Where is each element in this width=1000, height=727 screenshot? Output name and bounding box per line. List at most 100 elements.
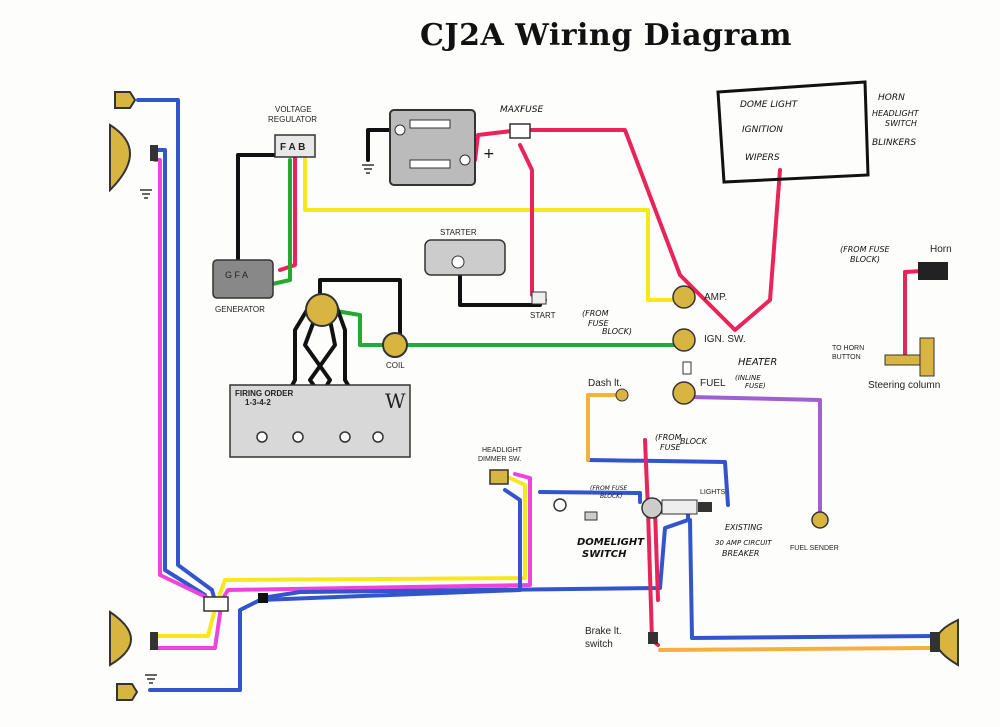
left-marker-lamp <box>114 91 137 109</box>
label-voltage-regulator-2: REGULATOR <box>268 115 317 124</box>
wires <box>136 98 942 692</box>
spark-plugs <box>256 431 384 443</box>
wire-red-reg-gen <box>278 153 297 272</box>
amp-gauge <box>672 285 696 309</box>
wire-black-reg-gen <box>236 153 285 272</box>
label-ign-sw: IGN. SW. <box>704 334 746 345</box>
wire-blue-right-lamp <box>688 518 937 640</box>
fuel-sender <box>811 511 829 529</box>
label-starter: STARTER <box>440 228 477 237</box>
left-headlight-bottom <box>109 610 158 667</box>
components: W <box>109 80 959 701</box>
handwritten-labels: MAXI FUSE + DOME LIGHT IGNITION WIPERS H… <box>483 93 920 560</box>
wire-black-start <box>458 263 542 307</box>
left-headlight-top <box>109 123 158 193</box>
label-brake-lt-2: switch <box>585 639 613 650</box>
voltage-regulator <box>274 134 316 158</box>
wire-green-reg-gen <box>266 158 292 287</box>
hand-from-fuse-horn-2: BLOCK) <box>850 255 880 264</box>
label-headlight-dimmer-2: DIMMER SW. <box>478 456 521 463</box>
wire-magenta-lower <box>153 472 532 650</box>
label-dash-lt: Dash lt. <box>588 378 622 389</box>
horn <box>918 262 948 280</box>
hand-fuse-out-4: BLINKERS <box>872 138 916 148</box>
hand-fuse-item-3: WIPERS <box>745 153 780 163</box>
hand-breaker-2: 30 AMP CIRCUIT <box>715 539 772 547</box>
wire-purple-fuel <box>688 395 822 517</box>
diagram-title: CJ2A Wiring Diagram <box>420 18 792 53</box>
label-horn: Horn <box>930 244 952 255</box>
hand-maxi-2: FUSE <box>520 105 543 115</box>
label-headlight-dimmer-1: HEADLIGHT <box>482 447 523 454</box>
wire-black-dist <box>318 278 402 342</box>
wire-blue-left-2 <box>153 148 207 597</box>
hand-from-fuse-horn-1: (FROM FUSE <box>840 245 891 254</box>
label-regulator-terminals: F A B <box>280 142 305 153</box>
label-generator-terminals: G F A <box>225 270 248 280</box>
inline-fuse <box>682 361 692 375</box>
dome-light <box>553 498 567 512</box>
label-firing-order-2: 1-3-4-2 <box>245 398 271 407</box>
distributor <box>305 293 339 327</box>
hand-from-fuse-dome-2: BLOCK) <box>600 493 622 500</box>
label-generator: GENERATOR <box>215 305 265 314</box>
start-switch <box>531 291 547 305</box>
wire-blue-left <box>136 98 218 607</box>
label-steering-column: Steering column <box>868 380 940 391</box>
label-lights: LIGHTS <box>700 489 726 496</box>
junction-block <box>203 596 229 612</box>
hand-breaker-3: BREAKER <box>722 549 759 558</box>
hand-fuse-out-1: HORN <box>878 93 905 103</box>
fuel-gauge <box>672 381 696 405</box>
wire-green-dist-coil <box>328 308 387 347</box>
label-fuel-sender: FUEL SENDER <box>790 545 839 552</box>
brake-light-switch <box>648 632 658 644</box>
label-firing-order-1: FIRING ORDER <box>235 389 293 398</box>
label-start: START <box>530 311 556 320</box>
hand-heater: HEATER <box>738 357 777 368</box>
connector <box>258 593 268 603</box>
lights-switch <box>641 497 712 519</box>
label-coil: COIL <box>386 361 405 370</box>
hand-fuse-item-2: IGNITION <box>742 125 783 135</box>
hand-inline-fuse-1: (INLINE <box>735 374 761 382</box>
wire-yellow-lower <box>153 476 527 638</box>
wire-red-starter <box>518 143 547 302</box>
wire-black-ground <box>366 128 397 162</box>
ign-switch <box>672 328 696 352</box>
wire-red-dome <box>653 508 660 602</box>
wire-blue-dome <box>538 490 642 504</box>
willys-logo: W <box>385 389 406 413</box>
hand-from-fuse-ign-3: BLOCK) <box>602 327 632 336</box>
firing-order-panel <box>229 384 411 458</box>
wire-orange-lamp <box>658 646 932 652</box>
wire-red-maxi-block <box>528 128 782 332</box>
label-to-horn-1: TO HORN <box>832 345 864 352</box>
hand-from-fuse-lights-1: (FROM <box>655 433 682 442</box>
wire-blue-right <box>260 508 690 600</box>
wire-orange-dash <box>586 393 620 462</box>
fuse-block <box>716 80 870 184</box>
hand-from-fuse-dome-1: (FROM FUSE <box>590 485 627 492</box>
label-fuel: FUEL <box>700 378 726 389</box>
hand-fuse-item-1: DOME LIGHT <box>740 100 799 110</box>
hand-inline-fuse-2: FUSE) <box>745 382 766 390</box>
generator <box>212 259 274 299</box>
printed-labels: VOLTAGE REGULATOR F A B GENERATOR G F A … <box>215 105 952 650</box>
hand-maxi-1: MAXI <box>500 105 523 115</box>
label-to-horn-2: BUTTON <box>832 354 861 361</box>
hand-from-fuse-ign-2: FUSE <box>588 319 610 328</box>
left-marker-lamp-bottom <box>116 683 139 701</box>
hand-from-fuse-ign-1: (FROM <box>582 309 609 318</box>
hand-plus: + <box>483 146 495 162</box>
hand-from-fuse-lights-3: BLOCK <box>680 437 708 446</box>
label-amp: AMP. <box>704 292 727 303</box>
starter <box>424 239 506 276</box>
ground-symbols <box>140 164 374 684</box>
hand-from-fuse-lights-2: FUSE <box>660 443 682 452</box>
domelight-switch <box>584 511 598 521</box>
hand-breaker-1: EXISTING <box>725 523 762 532</box>
right-headlight <box>930 618 959 667</box>
hand-dome-switch-1: DOMELIGHT <box>577 537 645 548</box>
